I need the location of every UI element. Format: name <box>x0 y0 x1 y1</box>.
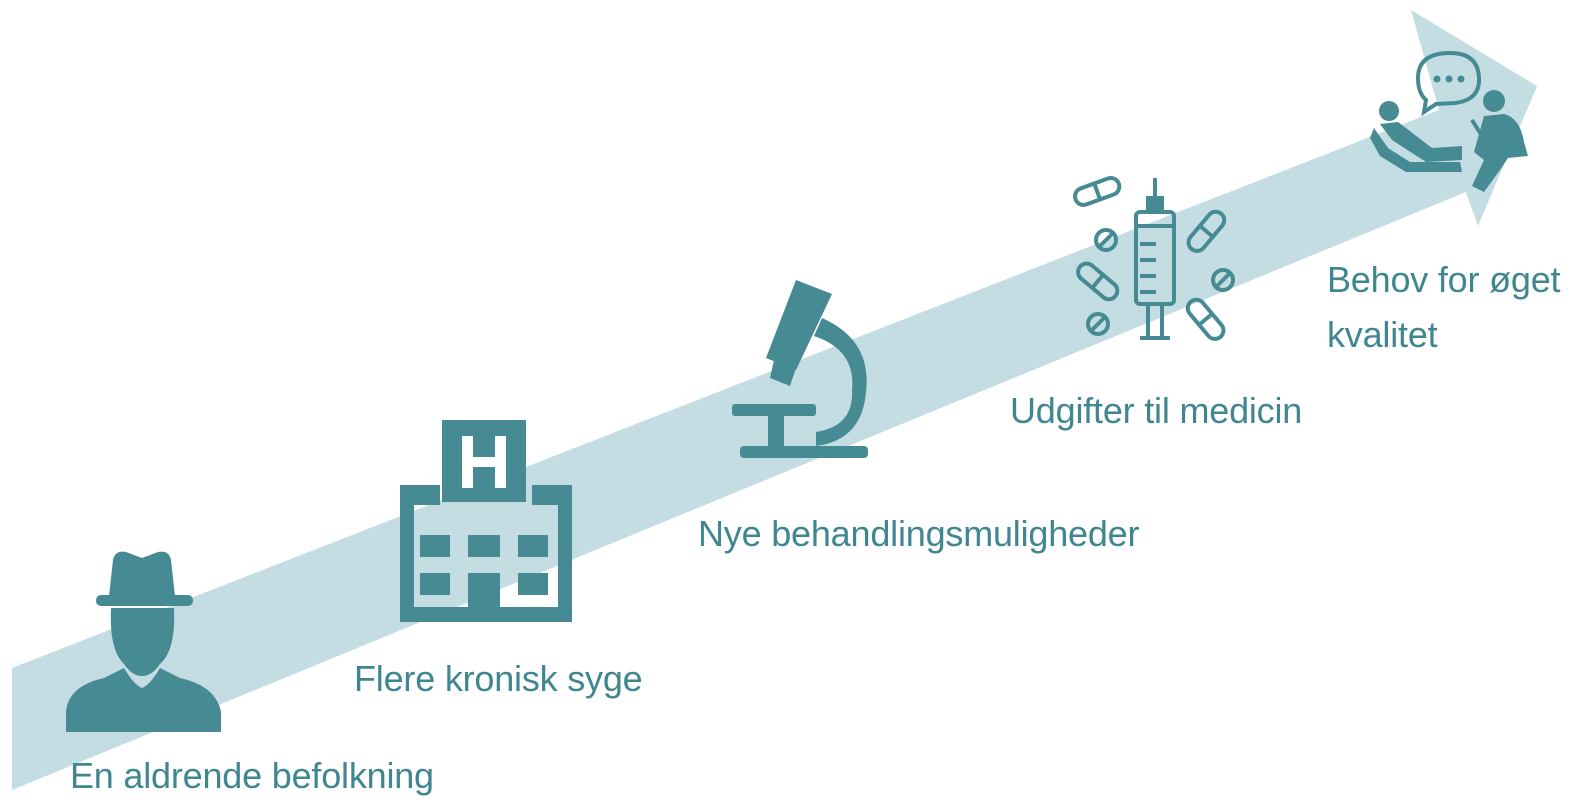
microscope-icon <box>732 280 868 458</box>
syringe-pills-icon <box>1073 176 1235 341</box>
elderly-person-icon <box>66 551 221 732</box>
patient-consultation-icon <box>1370 50 1528 192</box>
step-label-new-treatments: Nye behandlingsmuligheder <box>698 513 1140 554</box>
step-label-chronic-illness: Flere kronisk syge <box>354 658 643 699</box>
step-label-quality-need: Behov for øget kvalitet <box>1327 259 1561 355</box>
rising-arrow <box>12 10 1537 790</box>
step-label-medicine-costs: Udgifter til medicin <box>1010 390 1303 431</box>
hospital-icon <box>400 420 572 622</box>
step-label-aging-population: En aldrende befolkning <box>70 755 434 796</box>
